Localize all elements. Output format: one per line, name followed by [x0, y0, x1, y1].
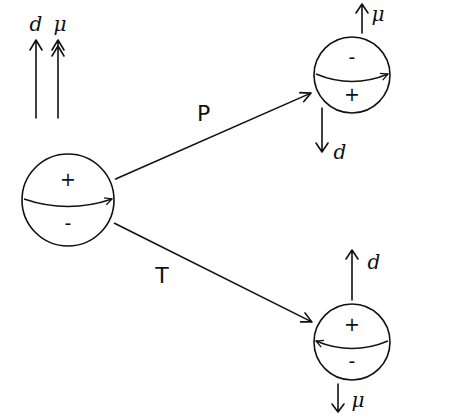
spin-arrow: [24, 199, 112, 207]
charge-sign: -: [349, 48, 356, 67]
transform-arrow: [115, 223, 312, 322]
particle-circle-outline: [22, 154, 114, 246]
particle-circle-outline: [314, 304, 390, 380]
charge-sign: -: [65, 214, 72, 233]
charge-sign: +: [344, 315, 360, 334]
vector-label: d: [368, 252, 381, 272]
operation-label: T: [153, 264, 170, 288]
moment-arrow: [52, 40, 64, 118]
dipole-arrow: [346, 250, 358, 300]
particle-circle-outline: [314, 37, 390, 113]
particle-circle: +-: [312, 302, 392, 382]
moment-arrow: [332, 384, 344, 412]
particle-circle: -+: [312, 35, 392, 115]
operation-label: P: [195, 102, 212, 126]
particle-outline: [20, 152, 116, 248]
charge-sign: -: [349, 352, 356, 371]
vector-label: d: [30, 14, 43, 34]
vector-label: μ: [352, 390, 365, 410]
vector-label: μ: [54, 14, 67, 34]
vector-label: μ: [372, 4, 385, 24]
charge-sign: +: [60, 169, 76, 188]
charge-sign: +: [344, 85, 360, 104]
spin-arrow: [316, 341, 388, 349]
vector-label: d: [334, 142, 347, 162]
transform-arrow: [116, 93, 311, 179]
particle-circle: +-: [20, 152, 116, 248]
moment-arrow: [356, 4, 368, 33]
dipole-arrow: [30, 40, 42, 118]
spin-arrow: [316, 74, 388, 82]
dipole-arrow: [316, 108, 328, 152]
